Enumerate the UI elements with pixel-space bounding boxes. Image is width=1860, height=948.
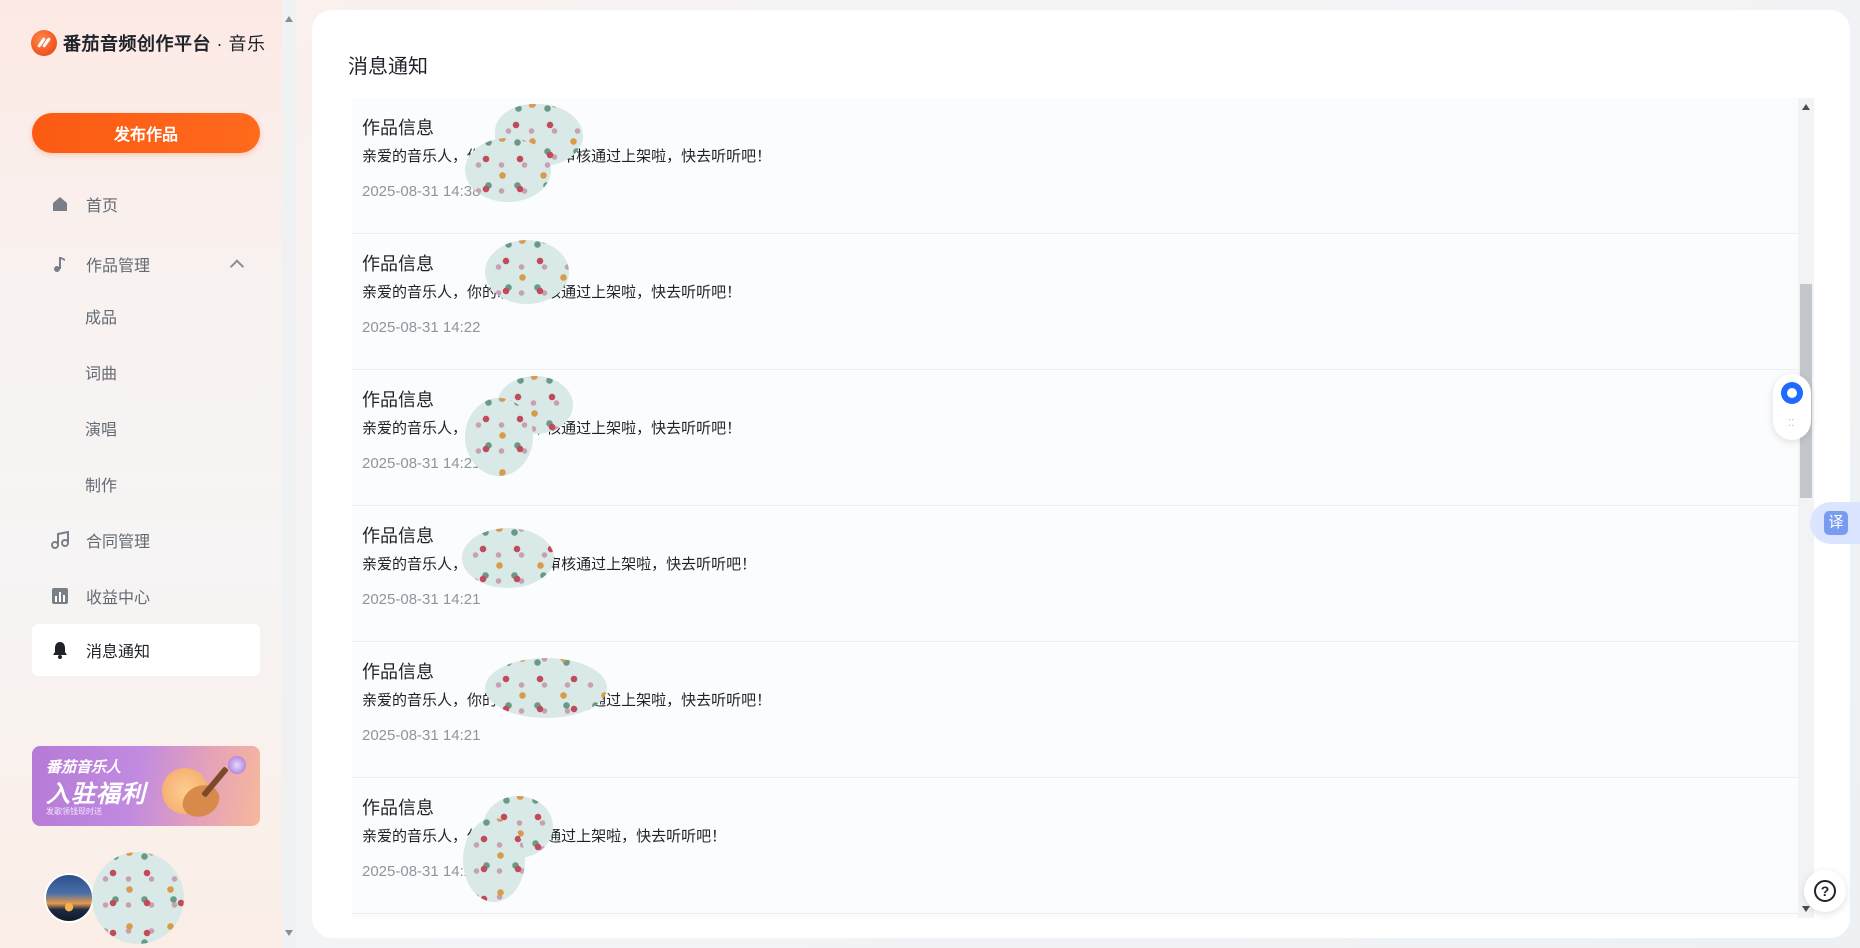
sidebar-item-label: 演唱 [85, 422, 118, 439]
logo-subtitle: · 音乐 [211, 34, 266, 54]
chat-bubble-icon[interactable] [1781, 382, 1803, 404]
translate-icon[interactable]: 译 [1824, 511, 1848, 535]
sidebar-item-contract[interactable]: 合同管理 [32, 512, 260, 568]
sidebar-nav: 首页 作品管理 成品 词曲 演唱 制作 合同管理 [32, 180, 260, 676]
microphone-graphic [228, 756, 246, 774]
scroll-down-icon[interactable] [285, 930, 293, 936]
sidebar-item-label: 制作 [85, 478, 118, 495]
sidebar: 番茄音频创作平台 · 音乐 发布作品 首页 作品管理 成品 词曲 演唱 制作 [0, 0, 282, 948]
page-title: 消息通知 [348, 56, 428, 78]
translate-widget[interactable]: 译 [1810, 502, 1860, 544]
message-time: 2025-08-31 14:21 [362, 727, 481, 744]
sidebar-item-label: 首页 [86, 198, 119, 215]
scroll-up-icon[interactable] [1802, 104, 1810, 110]
sidebar-item-label: 作品管理 [86, 258, 151, 275]
drag-handle-icon[interactable]: ⁚⁚ [1788, 418, 1795, 429]
message-text: 亲爱的音乐人，你的歌曲 审核通过上架啦，快去听听吧！ [362, 284, 742, 301]
list-item[interactable]: 作品信息 亲爱的音乐人，你的 》审核通过上架啦，快去听听吧！ 2025-08-3… [352, 778, 1798, 914]
promo-banner[interactable]: 番茄音乐人 入驻福利 发歌领钱现时送 [32, 746, 260, 826]
sidebar-item-label: 成品 [85, 310, 118, 327]
bell-icon [50, 640, 70, 660]
redacted-song-title [485, 658, 607, 718]
banner-line2: 入驻福利 [46, 781, 146, 808]
redacted-song-title [465, 138, 551, 202]
message-title: 作品信息 [362, 526, 434, 546]
logo-title: 番茄音频创作平台 [63, 34, 211, 54]
message-time: 2025-08-31 14:22 [362, 319, 481, 336]
message-time: 2025-08-31 14:38 [362, 183, 481, 200]
scroll-down-icon[interactable] [1802, 906, 1810, 912]
message-time: 2025-08-31 14:21 [362, 455, 481, 472]
sidebar-item-label: 词曲 [85, 366, 118, 383]
sidebar-item-works[interactable]: 作品管理 [32, 240, 260, 288]
redacted-song-title [463, 818, 525, 902]
avatar[interactable] [44, 873, 94, 923]
message-time: 2025-08-31 14:21 [362, 591, 481, 608]
help-icon: ? [1814, 880, 1836, 902]
banner-line3: 发歌领钱现时送 [46, 807, 102, 816]
message-time: 2025-08-31 14:21 [362, 863, 481, 880]
list-item[interactable]: 作品信息 亲爱的音乐人，你的 的风》审核通过上架啦，快去听听吧！ 2025-08… [352, 506, 1798, 642]
main-panel: 消息通知 作品信息 亲爱的音乐人，你的歌曲《 》审核通过上架啦，快去听听吧！ 2… [312, 10, 1850, 938]
message-title: 作品信息 [362, 254, 434, 274]
list-item[interactable]: 作品信息 亲爱的音乐人，你的歌曲 审核通过上架啦，快去听听吧！ 2025-08-… [352, 234, 1798, 370]
message-title: 作品信息 [362, 798, 434, 818]
redacted-song-title [462, 528, 554, 588]
message-list: 作品信息 亲爱的音乐人，你的歌曲《 》审核通过上架啦，快去听听吧！ 2025-0… [352, 98, 1798, 918]
music-note-icon [50, 254, 70, 274]
message-title: 作品信息 [362, 118, 434, 138]
message-text: 亲爱的音乐人，你的 的风》审核通过上架啦，快去听听吧！ [362, 556, 757, 573]
sidebar-item-label: 合同管理 [86, 534, 151, 551]
sidebar-scrollbar[interactable] [282, 0, 296, 948]
redacted-song-title [485, 240, 569, 304]
sidebar-item-production[interactable]: 制作 [32, 456, 260, 512]
user-profile[interactable] [44, 852, 184, 944]
sidebar-item-singing[interactable]: 演唱 [32, 400, 260, 456]
logo-icon [31, 30, 57, 56]
message-text: 亲爱的音乐人，你的歌 》审核通过上架啦，快去听听吧！ [362, 420, 742, 437]
floating-chat-widget[interactable]: ⁚⁚ [1773, 374, 1811, 440]
banner-line1: 番茄音乐人 [46, 759, 122, 776]
message-text: 亲爱的音乐人，你的 》审核通过上架啦，快去听听吧！ [362, 828, 727, 845]
redacted-song-title [497, 376, 573, 434]
help-button[interactable]: ? [1804, 870, 1846, 912]
redacted-username [92, 852, 184, 944]
sidebar-item-lyrics[interactable]: 词曲 [32, 344, 260, 400]
publish-button[interactable]: 发布作品 [32, 113, 260, 153]
sidebar-item-label: 收益中心 [86, 590, 151, 607]
sidebar-item-finished[interactable]: 成品 [32, 288, 260, 344]
contract-music-icon [50, 530, 70, 550]
message-title: 作品信息 [362, 390, 434, 410]
list-item[interactable]: 作品信息 亲爱的音乐人，你的歌 》审核通过上架啦，快去听听吧！ 2025-08-… [352, 370, 1798, 506]
message-title: 作品信息 [362, 662, 434, 682]
app-logo[interactable]: 番茄音频创作平台 · 音乐 [31, 30, 266, 56]
scroll-up-icon[interactable] [285, 16, 293, 22]
sidebar-item-label: 消息通知 [86, 644, 151, 661]
bar-chart-icon [50, 586, 70, 606]
sidebar-item-revenue[interactable]: 收益中心 [32, 568, 260, 624]
sidebar-item-home[interactable]: 首页 [32, 180, 260, 228]
list-item[interactable]: 作品信息 亲爱的音乐人，你的歌曲《 》审核通过上架啦，快去听听吧！ 2025-0… [352, 98, 1798, 234]
sidebar-item-notifications[interactable]: 消息通知 [32, 624, 260, 676]
message-scrollbar[interactable] [1798, 98, 1814, 918]
redacted-song-title [465, 398, 533, 476]
chevron-up-icon[interactable] [229, 259, 245, 274]
home-icon [50, 194, 70, 214]
list-item[interactable]: 作品信息 亲爱的音乐人，你的歌曲 后》审核通过上架啦，快去听听吧！ 2025-0… [352, 642, 1798, 778]
